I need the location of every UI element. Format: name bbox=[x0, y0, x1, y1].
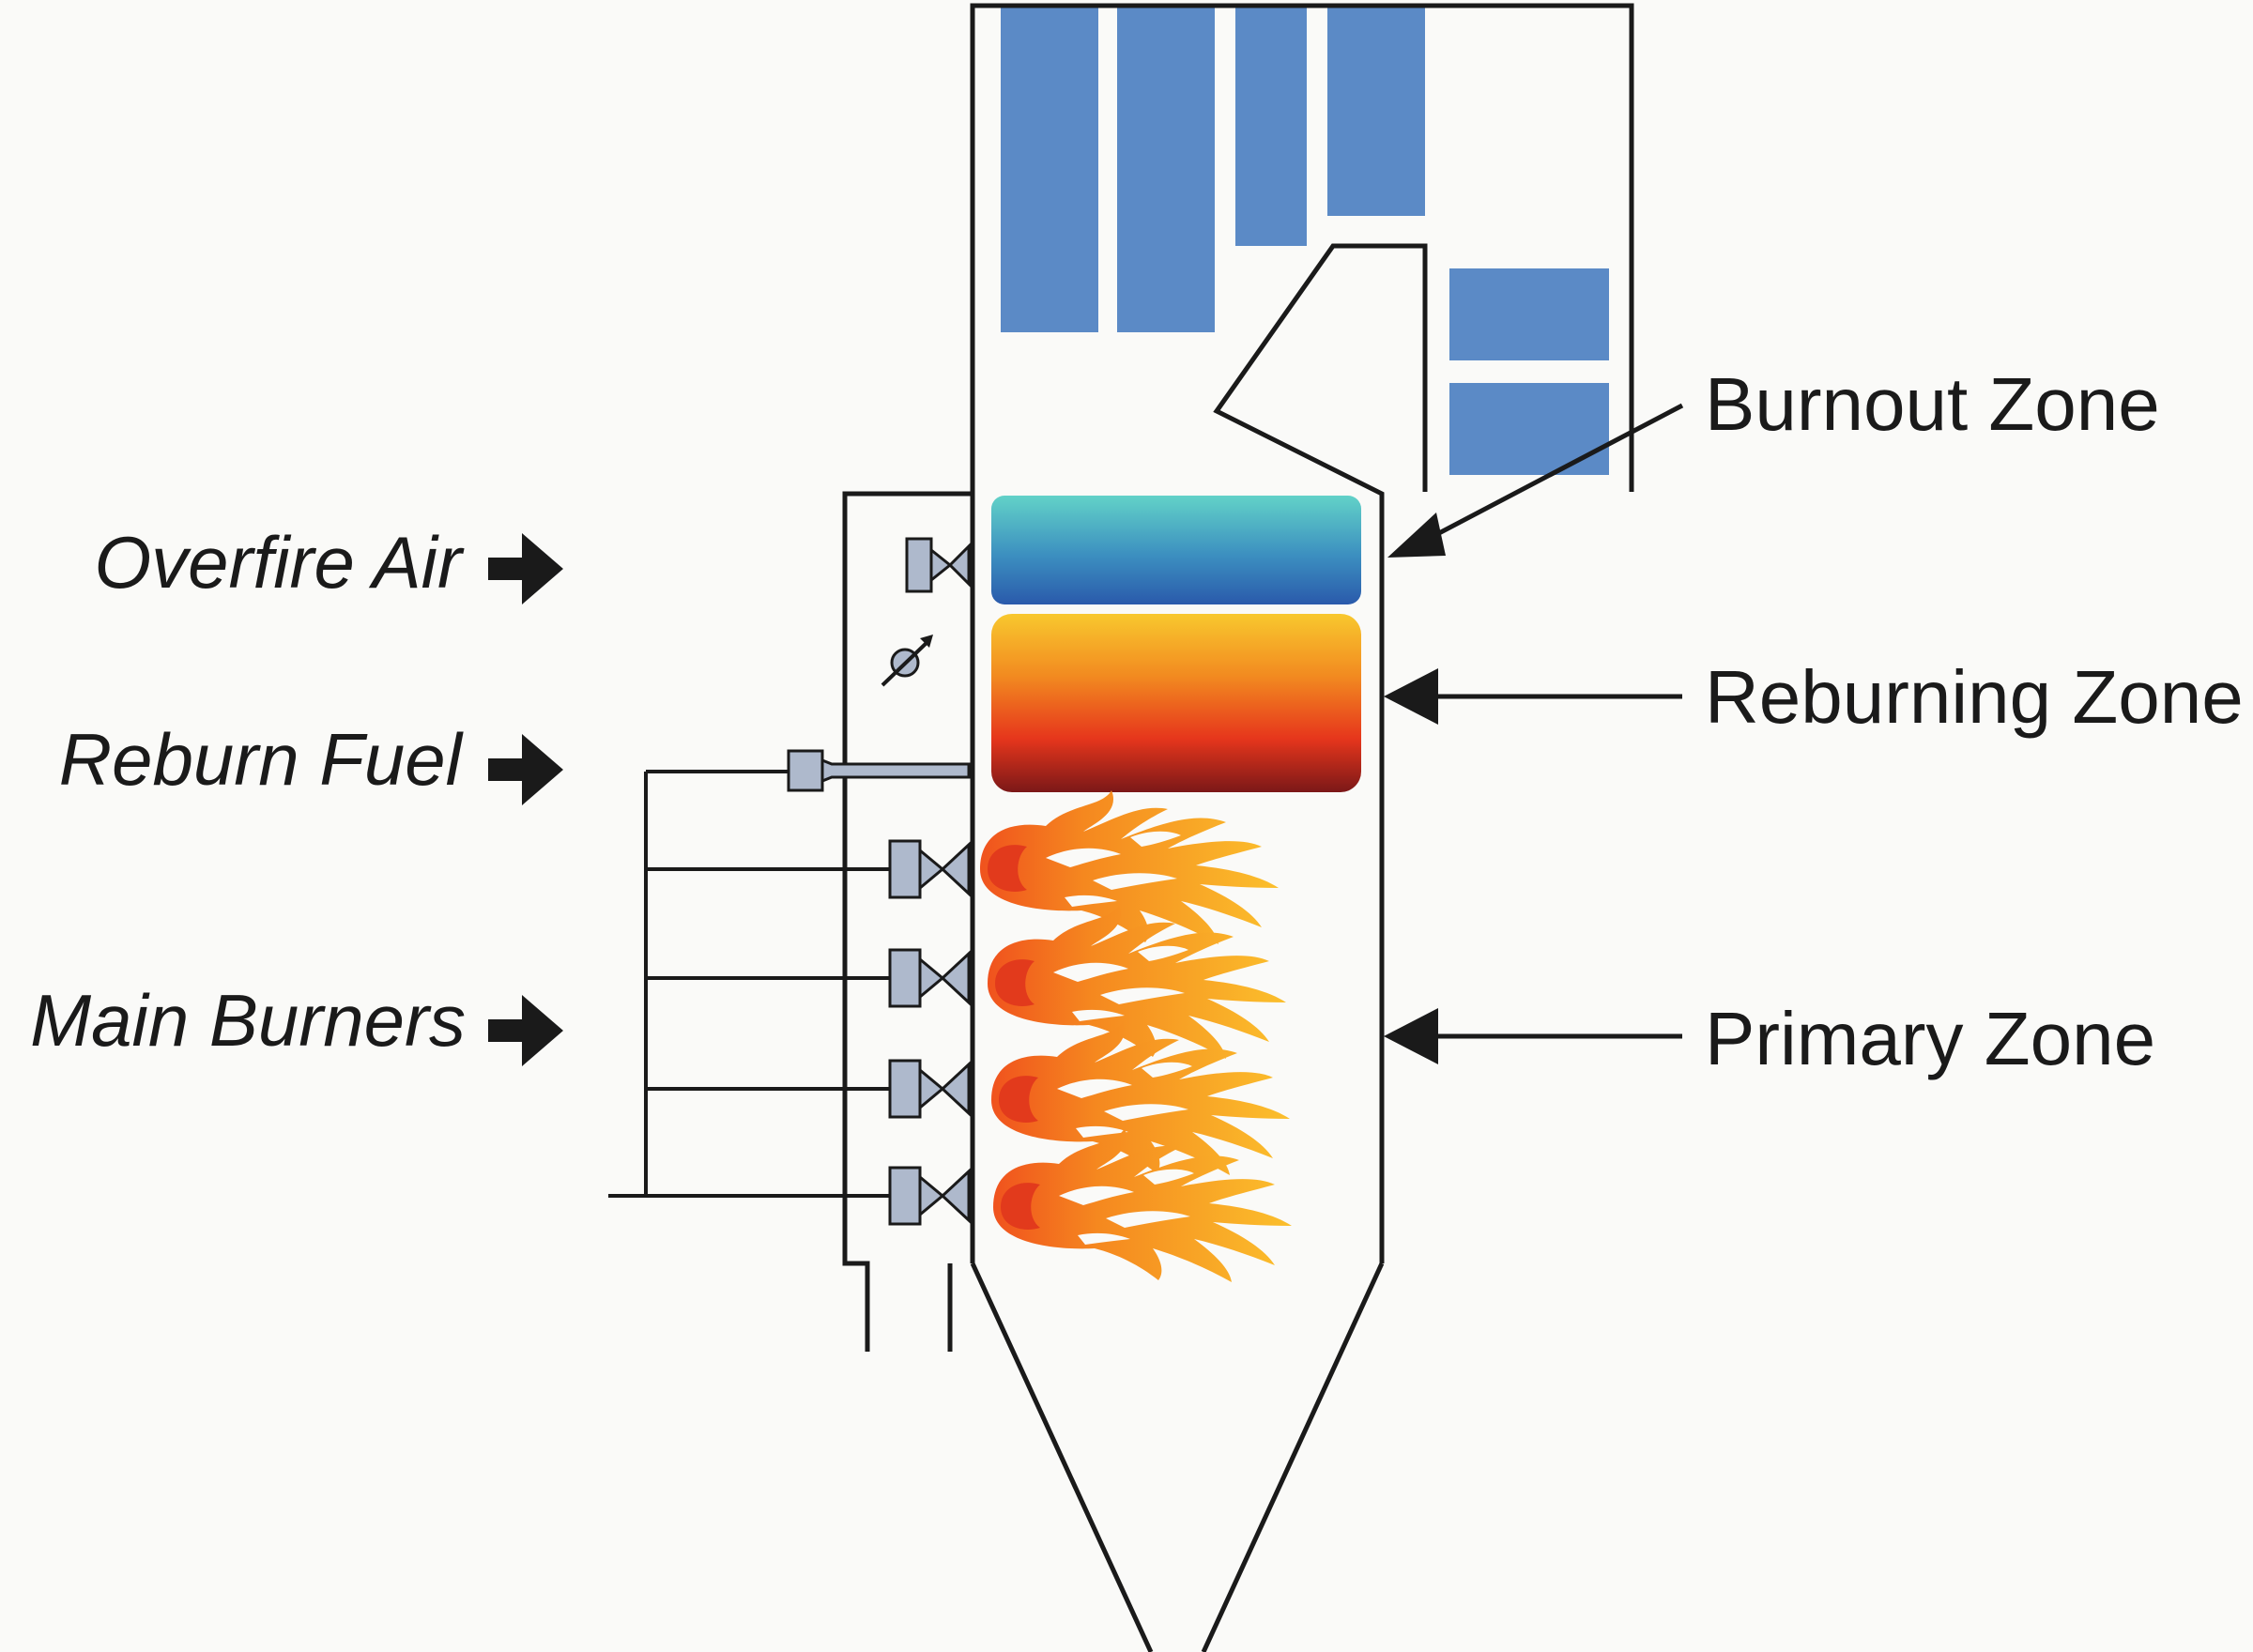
tube-bank-2 bbox=[1117, 8, 1215, 332]
burner-nozzle-icon bbox=[888, 839, 971, 899]
tube-bank-1 bbox=[1001, 8, 1098, 332]
tube-bank-5 bbox=[1449, 268, 1609, 360]
overfire-air-nozzle-icon bbox=[905, 537, 971, 593]
reburning-zone-label: Reburning Zone bbox=[1705, 655, 2244, 739]
right-arrow-icon bbox=[488, 734, 563, 805]
reburn-fuel-label: Reburn Fuel bbox=[59, 718, 465, 801]
main-burners-label: Main Burners bbox=[30, 979, 466, 1062]
tube-bank-6 bbox=[1449, 383, 1609, 475]
heat-exchanger bbox=[1001, 8, 1609, 475]
reburning-zone-band bbox=[991, 614, 1361, 792]
tube-bank-4 bbox=[1327, 8, 1425, 216]
primary-zone-label: Primary Zone bbox=[1705, 997, 2155, 1080]
flame-icon bbox=[988, 905, 1286, 1059]
burnout-zone-band bbox=[991, 496, 1361, 604]
burner-nozzle-icon bbox=[888, 1166, 971, 1226]
reburn-fuel-lance bbox=[787, 749, 971, 792]
burnout-zone-pointer bbox=[1387, 403, 1684, 558]
overfire-air-label: Overfire Air bbox=[95, 521, 466, 604]
fuel-header-piping bbox=[608, 770, 890, 1198]
tube-bank-3 bbox=[1235, 8, 1307, 246]
primary-zone-pointer bbox=[1384, 1008, 1682, 1064]
burner-nozzle-icon bbox=[888, 1059, 971, 1119]
flame-icon bbox=[980, 790, 1279, 944]
furnace-shell bbox=[970, 3, 1634, 1652]
damper-valve-icon bbox=[881, 635, 933, 687]
flame-icon bbox=[993, 1128, 1292, 1282]
right-arrow-icon bbox=[488, 533, 563, 604]
windbox-duct bbox=[842, 491, 973, 1352]
burner-nozzle-icon bbox=[888, 948, 971, 1008]
right-arrow-icon bbox=[488, 995, 563, 1066]
reburning-zone-pointer bbox=[1384, 668, 1682, 725]
burnout-zone-label: Burnout Zone bbox=[1705, 362, 2160, 446]
